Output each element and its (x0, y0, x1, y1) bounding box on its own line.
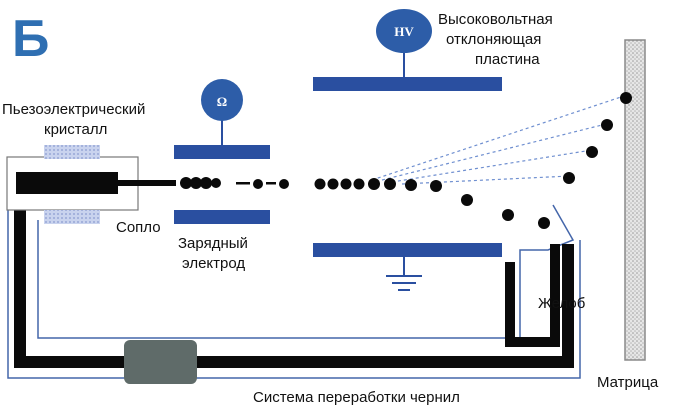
charge-electrode-top (174, 145, 270, 159)
piezo-crystal-top (44, 145, 100, 159)
label-nozzle: Сопло (116, 219, 161, 236)
label-hv-plate-line2: отклоняющая (446, 31, 541, 48)
label-hv-plate-line1: Высоковольтная (438, 11, 553, 28)
ink-pump-block (124, 340, 197, 384)
deflection-trajectories (371, 95, 625, 185)
ink-recirculation-line (14, 180, 574, 368)
piezo-crystal-bottom (44, 210, 100, 224)
label-hv-plate-line3: пластина (475, 51, 540, 68)
label-piezo-line2: кристалл (44, 121, 107, 138)
return-line-inner (37, 204, 575, 339)
high-voltage-symbol: HV (394, 24, 414, 39)
panel-letter: Б (12, 10, 49, 68)
deflection-plate-bottom (313, 243, 502, 257)
label-charge-electrode-line2: электрод (182, 255, 245, 272)
label-charge-electrode-line1: Зарядный (178, 235, 248, 252)
substrate-matrix (624, 39, 646, 361)
gutter-return-line (505, 244, 560, 347)
label-substrate: Матрица (597, 374, 659, 391)
label-ink-system: Система переработки чернил (253, 389, 460, 406)
charge-electrode-bottom (174, 210, 270, 224)
return-line-outer (7, 210, 581, 379)
resistance-symbol: Ω (217, 94, 227, 109)
high-voltage-badge (376, 9, 432, 53)
label-gutter: Желоб (538, 295, 585, 312)
label-piezo-line1: Пьезоэлектрический (2, 101, 145, 118)
droplet-stream (180, 92, 632, 229)
resistance-badge (201, 79, 243, 121)
nozzle-outlet (118, 180, 176, 186)
ground-icon (386, 257, 422, 291)
ink-channel (16, 172, 118, 194)
deflection-plate-top (313, 77, 502, 91)
